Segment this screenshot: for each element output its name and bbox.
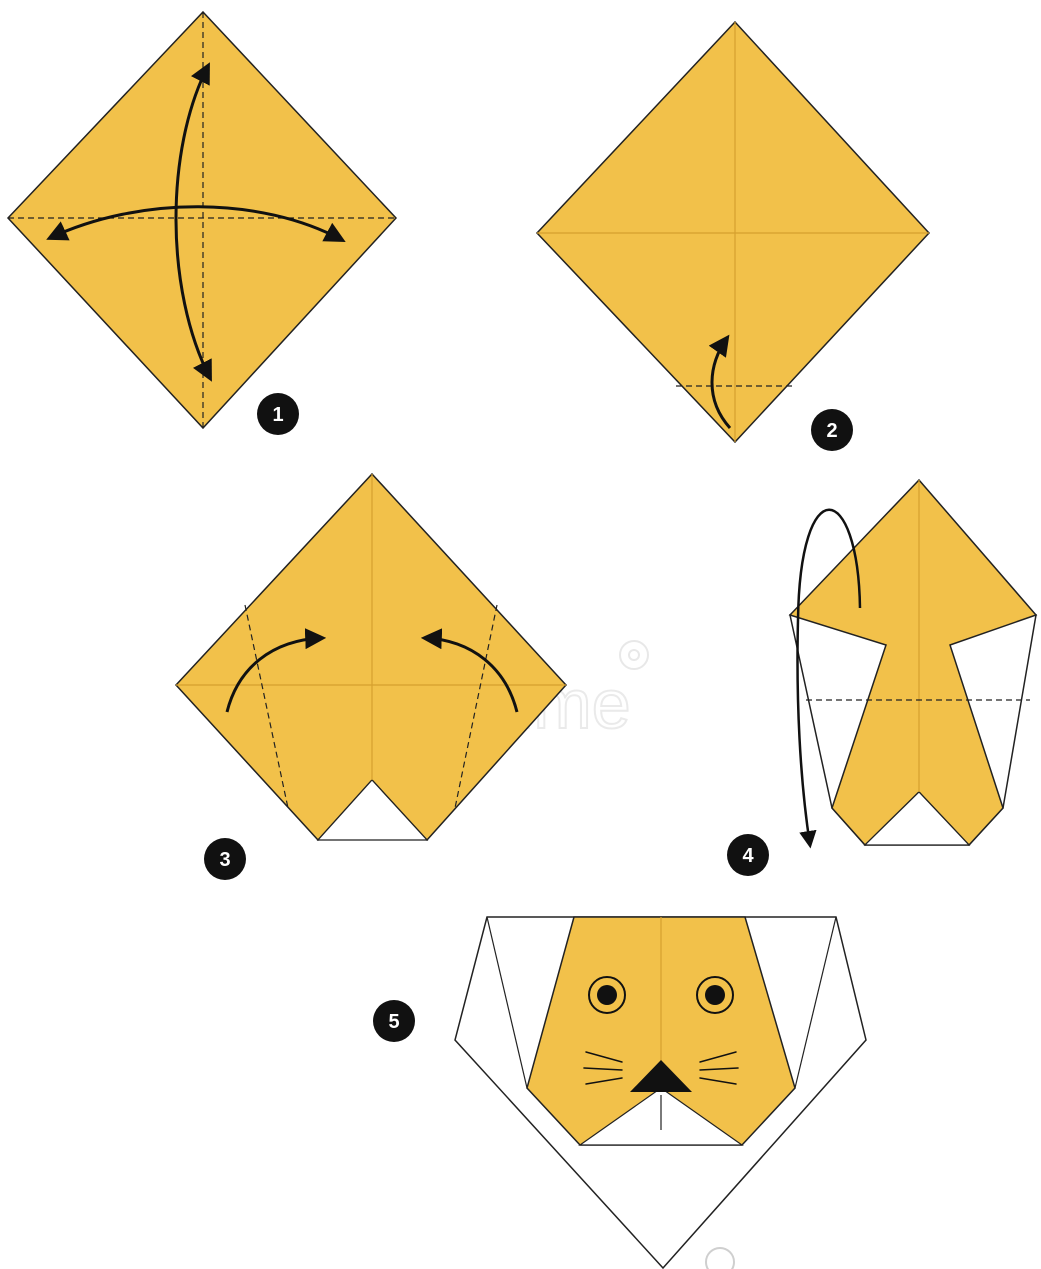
step-2-paper <box>537 22 929 442</box>
step-5-badge: 5 <box>373 1000 415 1042</box>
svg-text:4: 4 <box>742 845 754 867</box>
step-2-badge: 2 <box>811 409 853 451</box>
svg-text:5: 5 <box>388 1011 399 1033</box>
step-4-badge: 4 <box>727 834 769 876</box>
watermark-logo-icon <box>620 641 648 669</box>
step-2-diagram <box>537 22 929 442</box>
svg-text:2: 2 <box>826 420 837 442</box>
step-1-diagram <box>8 12 396 428</box>
registered-mark-icon <box>706 1248 734 1269</box>
step-1-paper <box>8 12 396 428</box>
step-3-diagram <box>176 474 566 840</box>
step-3-badge: 3 <box>204 838 246 880</box>
step-5-diagram <box>455 917 866 1268</box>
svg-text:3: 3 <box>219 849 230 871</box>
step-4-diagram <box>790 480 1036 845</box>
step-1-badge: 1 <box>257 393 299 435</box>
svg-text:1: 1 <box>272 404 283 426</box>
